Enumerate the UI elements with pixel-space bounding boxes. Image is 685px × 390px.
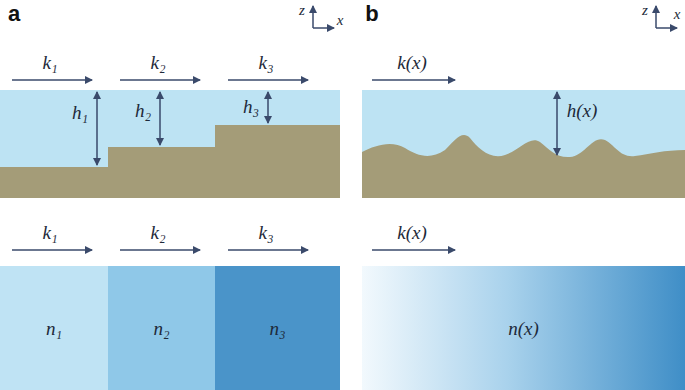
wavenumber-label: k₃ <box>258 223 273 242</box>
axis-label: z <box>642 3 648 18</box>
water <box>362 90 685 198</box>
index-band: n(x) <box>362 266 685 390</box>
index-band: n₁ <box>0 266 108 390</box>
wavenumber-label: k₁ <box>42 223 57 242</box>
index-band: n₃ <box>215 266 340 390</box>
index-label: n(x) <box>508 319 539 338</box>
depth-label: h₃ <box>243 97 259 116</box>
wavenumber-label: k₁ <box>42 53 57 72</box>
wavenumber-label: k₃ <box>258 53 273 72</box>
axis-label: x <box>674 7 681 22</box>
index-label: n₂ <box>153 319 169 338</box>
panel-letter: b <box>365 3 378 25</box>
axis-label: z <box>299 3 305 18</box>
wavenumber-label: k(x) <box>397 53 427 72</box>
wavenumber-label: k₂ <box>150 53 165 72</box>
depth-label: h₂ <box>135 101 151 120</box>
panel-letter: a <box>8 3 20 25</box>
index-band: n₂ <box>108 266 215 390</box>
depth-label: h(x) <box>567 101 598 120</box>
wave-arrows <box>12 80 455 250</box>
axis-label: x <box>337 13 344 28</box>
depth-label: h₁ <box>72 103 88 122</box>
stepped-bed <box>0 125 340 198</box>
index-label: n₃ <box>269 319 285 338</box>
wavenumber-label: k(x) <box>397 223 427 242</box>
index-label: n₁ <box>46 319 62 338</box>
wavenumber-label: k₂ <box>150 223 165 242</box>
wavy-bed <box>362 135 685 198</box>
depth-arrows <box>97 92 557 165</box>
water <box>0 90 340 198</box>
